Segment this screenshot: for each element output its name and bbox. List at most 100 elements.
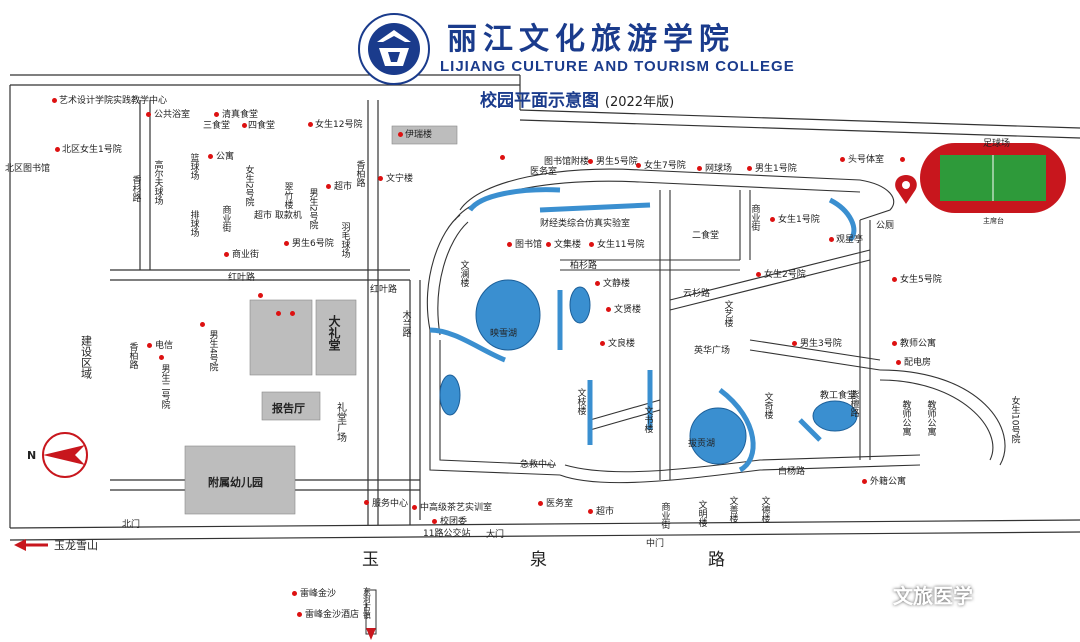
- marker-dot: [697, 166, 702, 171]
- label-nvsheng2b: 女生2号院: [764, 270, 806, 280]
- label-bagong: 拔贡湖: [688, 439, 716, 449]
- label-guanxing: 观星亭: [836, 235, 864, 245]
- label-dalitang: 大礼堂: [327, 315, 341, 351]
- label-jinsha: 雷峰金沙: [300, 589, 337, 599]
- label-paiqiu: 排球场: [188, 210, 199, 237]
- label-nansheng5: 男生5号院: [596, 157, 638, 167]
- label-xiangbai-w: 香柏路: [127, 342, 138, 369]
- donghe-label: 东河古镇: [362, 587, 372, 619]
- west-pond: [439, 374, 461, 416]
- marker-dot: [770, 217, 775, 222]
- label-chaoshi-s: 超市: [596, 507, 615, 517]
- marker-dot: [52, 98, 57, 103]
- marker-dot: [600, 341, 605, 346]
- label-gongyu: 公寓: [216, 152, 235, 162]
- bagong-lake: [689, 407, 747, 465]
- subtitle-text: 校园平面示意图: [480, 91, 599, 111]
- label-hongye: 红叶路: [228, 273, 256, 283]
- label-nansheng-b: 男生二号院: [159, 364, 170, 409]
- marker-dot: [792, 341, 797, 346]
- marker-dot: [292, 591, 297, 596]
- label-lanqiu: 篮球场: [188, 153, 199, 180]
- label-nvsheng11: 女生11号院: [597, 240, 645, 250]
- marker-dot: [840, 157, 845, 162]
- location-pin-icon: [895, 175, 917, 204]
- label-shangyejie2: 商业街: [232, 250, 260, 260]
- label-wenlan: 文澜楼: [458, 260, 469, 287]
- yingxue-lake: [475, 279, 541, 351]
- marker-dot: [747, 166, 752, 171]
- marker-dot: [896, 360, 901, 365]
- label-jiaoshi-gongyu3: 教师公寓: [925, 400, 936, 436]
- marker-dot: [378, 176, 383, 181]
- label-tiyu: 头号体室: [848, 155, 885, 165]
- label-zuqiu: 足球场: [983, 139, 1011, 149]
- label-xiangbai: 香柏路: [354, 160, 365, 187]
- label-dianxin: 电信: [155, 341, 174, 351]
- yulong-label: 玉龙雪山: [54, 539, 98, 552]
- page-title-en: LIJIANG CULTURE AND TOURISM COLLEGE: [440, 58, 795, 75]
- label-wenyi: 文艺楼: [722, 300, 733, 327]
- label-yuexue: 映雪湖: [490, 329, 518, 339]
- marker-dot: [55, 147, 60, 152]
- label-nvsheng1: 女生1号院: [778, 215, 820, 225]
- label-xiangshan: 香杉路: [130, 175, 141, 202]
- marker-dot: [588, 509, 593, 514]
- report-hall-block: [261, 391, 321, 421]
- label-yumaoqiu: 羽毛球场: [339, 222, 350, 258]
- label-yirui: 伊瑞楼: [405, 130, 433, 140]
- label-shangyejie: 商业街: [220, 205, 231, 232]
- label-nvsheng7: 女生7号院: [644, 161, 686, 171]
- label-youeryuan: 附属幼儿园: [208, 476, 263, 489]
- mid-pond: [569, 286, 591, 324]
- hall-block-1: [249, 299, 313, 376]
- marker-dot: [159, 355, 164, 360]
- college-logo-icon: [358, 13, 430, 85]
- label-baogaoting: 报告厅: [272, 402, 305, 415]
- marker-dot: [398, 132, 403, 137]
- label-yiwushi: 医务室: [546, 499, 574, 509]
- marker-dot: [412, 505, 417, 510]
- label-yingxing: 英华广场: [694, 346, 731, 356]
- label-gaoerfu: 高尔夫球场: [152, 160, 163, 205]
- label-wenning: 文宁楼: [386, 174, 414, 184]
- kindergarten-block: [184, 445, 296, 515]
- road-network: [9, 74, 1080, 541]
- road-label-yu: 玉: [362, 550, 379, 570]
- marker-dot: [432, 519, 437, 524]
- label-beiqu-tushuguan: 北区图书馆: [5, 164, 51, 174]
- label-jiaoshi-gongyu: 教师公寓: [900, 339, 937, 349]
- east-pond: [812, 400, 858, 432]
- marker-dot: [636, 163, 641, 168]
- label-wenshan: 文善楼: [727, 496, 738, 523]
- label-wende: 文德楼: [759, 496, 770, 523]
- label-bailu: 柏杉路: [570, 261, 598, 271]
- label-baiyang: 白杨路: [778, 467, 806, 477]
- label-jinsha-hotel: 雷峰金沙酒店: [305, 610, 360, 620]
- page-title: 丽江文化旅游学院: [447, 22, 735, 57]
- label-shangyejie3: 商业街: [749, 204, 760, 231]
- label-peidian: 配电房: [904, 358, 932, 368]
- north-label: N: [27, 449, 37, 462]
- label-nvsheng5: 女生5号院: [900, 275, 942, 285]
- subtitle-year: (2022年版): [604, 95, 675, 110]
- label-mulan: 木兰路: [400, 310, 411, 337]
- marker-dot: [892, 341, 897, 346]
- marker-dot: [284, 241, 289, 246]
- west-arrow-icon: [14, 539, 48, 551]
- label-wenliang: 文良楼: [608, 339, 636, 349]
- label-chaoshi: 超市: [334, 182, 353, 192]
- label-wangqiu: 网球场: [705, 164, 733, 174]
- marker-dot: [538, 501, 543, 506]
- label-cuizhu: 翠竹楼: [282, 182, 293, 209]
- label-wenji: 文集楼: [554, 240, 582, 250]
- label-xiaotuanwei: 校团委: [440, 517, 468, 527]
- water-features: [429, 187, 857, 473]
- label-nansheng2: 男生2号院: [307, 188, 318, 230]
- road-label-lu: 路: [708, 550, 725, 570]
- label-tushuguan: 图书馆: [515, 240, 543, 250]
- label-litang-guangchang: 礼堂广场: [334, 402, 346, 442]
- marker-dot: [364, 500, 369, 505]
- jianshe-label: 建设区域: [79, 335, 93, 379]
